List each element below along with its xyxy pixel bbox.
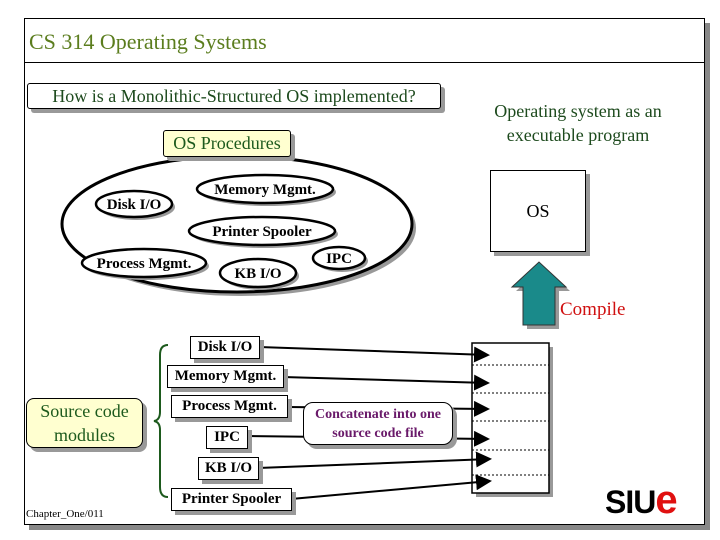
arrow-disk-io (258, 346, 490, 363)
component-label: KB I/O (234, 266, 281, 282)
component-ipc: IPC (311, 245, 368, 272)
siue-logo: SIUe (605, 478, 678, 522)
component-kb-i-o: KB I/O (218, 257, 299, 290)
arrow-printer (290, 474, 492, 500)
module-kb-io: KB I/O (198, 457, 259, 480)
arrow-kb-io (257, 451, 492, 469)
concatenate-label: Concatenate into one source code file (315, 407, 441, 441)
source-code-label: Source code modules (40, 401, 129, 445)
title-divider (24, 62, 704, 63)
compile-arrow-icon (510, 261, 568, 326)
component-printer-spooler: Printer Spooler (187, 215, 338, 248)
compile-label: Compile (560, 299, 626, 320)
concatenate-box: Concatenate into one source code file (303, 402, 453, 445)
component-label: Disk I/O (107, 197, 162, 213)
os-procedures-label: OS Procedures (163, 130, 291, 157)
component-disk-i-o: Disk I/O (94, 189, 175, 220)
source-file-box (471, 342, 550, 494)
source-code-modules-box: Source code modules (26, 398, 143, 448)
component-label: Process Mgmt. (97, 256, 192, 272)
footer-chapter: Chapter_One/011 (26, 508, 104, 520)
executable-caption: Operating system as an executable progra… (494, 101, 662, 145)
component-label: Memory Mgmt. (214, 182, 316, 198)
component-process-mgmt: Process Mgmt. (80, 247, 209, 280)
component-memory-mgmt: Memory Mgmt. (195, 173, 336, 206)
arrow-memory (282, 374, 490, 391)
module-printer-spooler: Printer Spooler (171, 488, 292, 511)
module-ipc: IPC (206, 426, 248, 449)
component-label: Printer Spooler (212, 224, 312, 240)
slide-title: CS 314 Operating Systems (29, 29, 267, 54)
source-file-dividers (472, 364, 549, 476)
question-box: How is a Monolithic-Structured OS implem… (27, 83, 441, 109)
module-disk-io: Disk I/O (190, 336, 260, 359)
component-label: IPC (326, 251, 352, 267)
brace (153, 344, 169, 498)
os-box: OS (490, 170, 586, 252)
module-memory-mgmt: Memory Mgmt. (167, 365, 284, 388)
module-process-mgmt: Process Mgmt. (171, 395, 288, 418)
